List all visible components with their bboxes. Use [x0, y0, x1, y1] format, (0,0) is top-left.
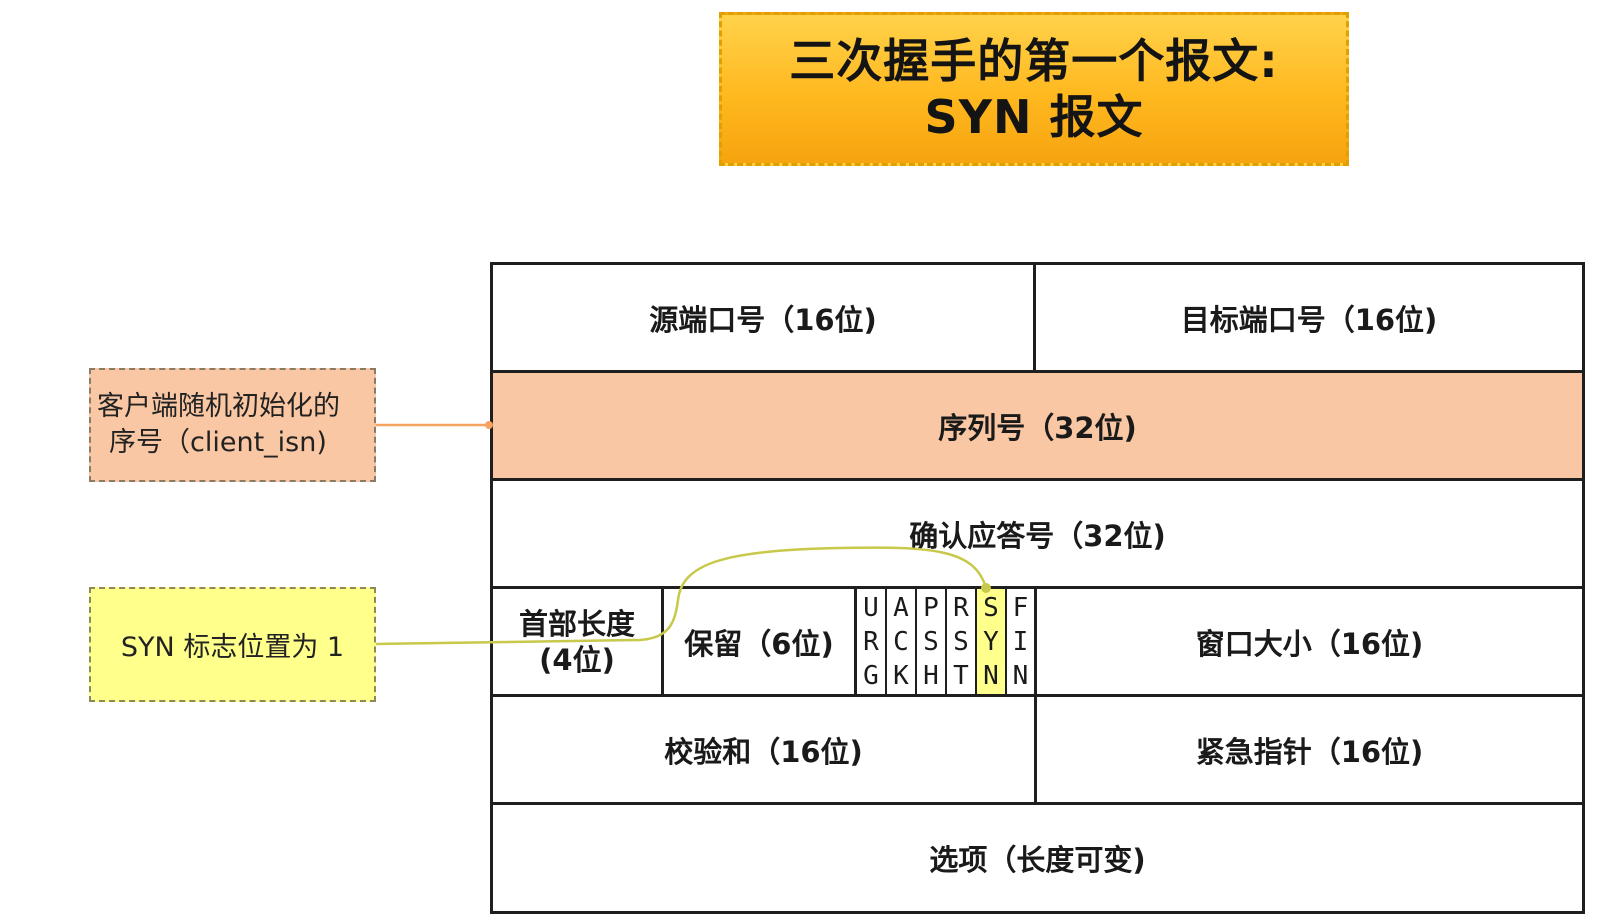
urgent-label: 紧急指针（16位) — [1195, 734, 1424, 769]
options-label: 选项（长度可变) — [929, 843, 1146, 877]
callout-isn-line-1: 客户端随机初始化的 — [97, 391, 340, 422]
flag-ack-char-3: K — [893, 661, 909, 691]
tcp-header-diagram: 源端口号（16位) 目标端口号（16位) 序列号（32位) 确认应答号（32位)… — [490, 262, 1585, 914]
callout-syn-text: SYN 标志位置为 1 — [120, 632, 345, 663]
callout-syn-flag: SYN 标志位置为 1 — [89, 587, 376, 702]
flag-urg-char-3: G — [863, 661, 879, 691]
flag-rst-char-3: T — [953, 661, 969, 691]
flag-psh: P S H — [917, 589, 947, 694]
row-ack: 确认应答号（32位) — [493, 481, 1582, 589]
flag-ack-char-2: C — [893, 627, 909, 657]
window-label: 窗口大小（16位) — [1195, 626, 1424, 661]
header-length-bits: (4位) — [539, 642, 615, 677]
flag-psh-char-2: S — [923, 627, 939, 657]
cell-dest-port: 目标端口号（16位) — [1036, 265, 1582, 370]
row-flags: 首部长度 (4位) 保留（6位) U R G A C K P S H R S T — [493, 589, 1582, 697]
flag-syn-char-1: S — [983, 593, 999, 623]
row-options: 选项（长度可变) — [493, 805, 1582, 911]
flag-ack: A C K — [887, 589, 917, 694]
flag-syn: S Y N — [977, 589, 1007, 694]
flag-urg-char-1: U — [863, 593, 879, 623]
reserved-label: 保留（6位) — [684, 626, 834, 661]
flag-rst-char-1: R — [953, 593, 969, 623]
cell-options: 选项（长度可变) — [493, 805, 1582, 911]
row-checksum: 校验和（16位) 紧急指针（16位) — [493, 697, 1582, 805]
callout-isn-line-2: 序号（client_isn) — [109, 427, 327, 458]
flag-urg-char-2: R — [863, 627, 879, 657]
flag-fin-char-3: N — [1012, 661, 1029, 691]
cell-checksum: 校验和（16位) — [493, 697, 1037, 802]
flag-rst: R S T — [947, 589, 977, 694]
flag-rst-char-2: S — [953, 627, 969, 657]
flag-ack-char-1: A — [893, 593, 909, 623]
flag-psh-char-3: H — [923, 661, 939, 691]
dest-port-label: 目标端口号（16位) — [1180, 302, 1438, 337]
cell-sequence: 序列号（32位) — [493, 373, 1582, 478]
title-box: 三次握手的第一个报文: SYN 报文 — [719, 12, 1349, 166]
flag-psh-char-1: P — [923, 593, 939, 623]
cell-source-port: 源端口号（16位) — [493, 265, 1036, 370]
flag-urg: U R G — [857, 589, 887, 694]
cell-window: 窗口大小（16位) — [1037, 589, 1582, 694]
callout-client-isn: 客户端随机初始化的 序号（client_isn) — [89, 368, 376, 482]
flag-syn-char-3: N — [983, 661, 999, 691]
sequence-label: 序列号（32位) — [938, 410, 1137, 445]
flag-fin-char-1: F — [1012, 593, 1029, 623]
flag-fin-char-2: I — [1012, 627, 1029, 657]
cell-urgent: 紧急指针（16位) — [1037, 697, 1582, 802]
cell-ack: 确认应答号（32位) — [493, 481, 1582, 586]
cell-reserved: 保留（6位) — [664, 589, 857, 694]
title-line-1: 三次握手的第一个报文: — [789, 34, 1279, 88]
header-length-label: 首部长度 — [518, 606, 635, 641]
row-sequence: 序列号（32位) — [493, 373, 1582, 481]
flag-syn-char-2: Y — [983, 627, 999, 657]
row-ports: 源端口号（16位) 目标端口号（16位) — [493, 265, 1582, 373]
cell-header-length: 首部长度 (4位) — [493, 589, 664, 694]
ack-label: 确认应答号（32位) — [909, 518, 1166, 553]
title-line-2: SYN 报文 — [924, 90, 1144, 144]
flag-fin: F I N — [1007, 589, 1037, 694]
checksum-label: 校验和（16位) — [664, 734, 863, 769]
source-port-label: 源端口号（16位) — [649, 302, 877, 337]
